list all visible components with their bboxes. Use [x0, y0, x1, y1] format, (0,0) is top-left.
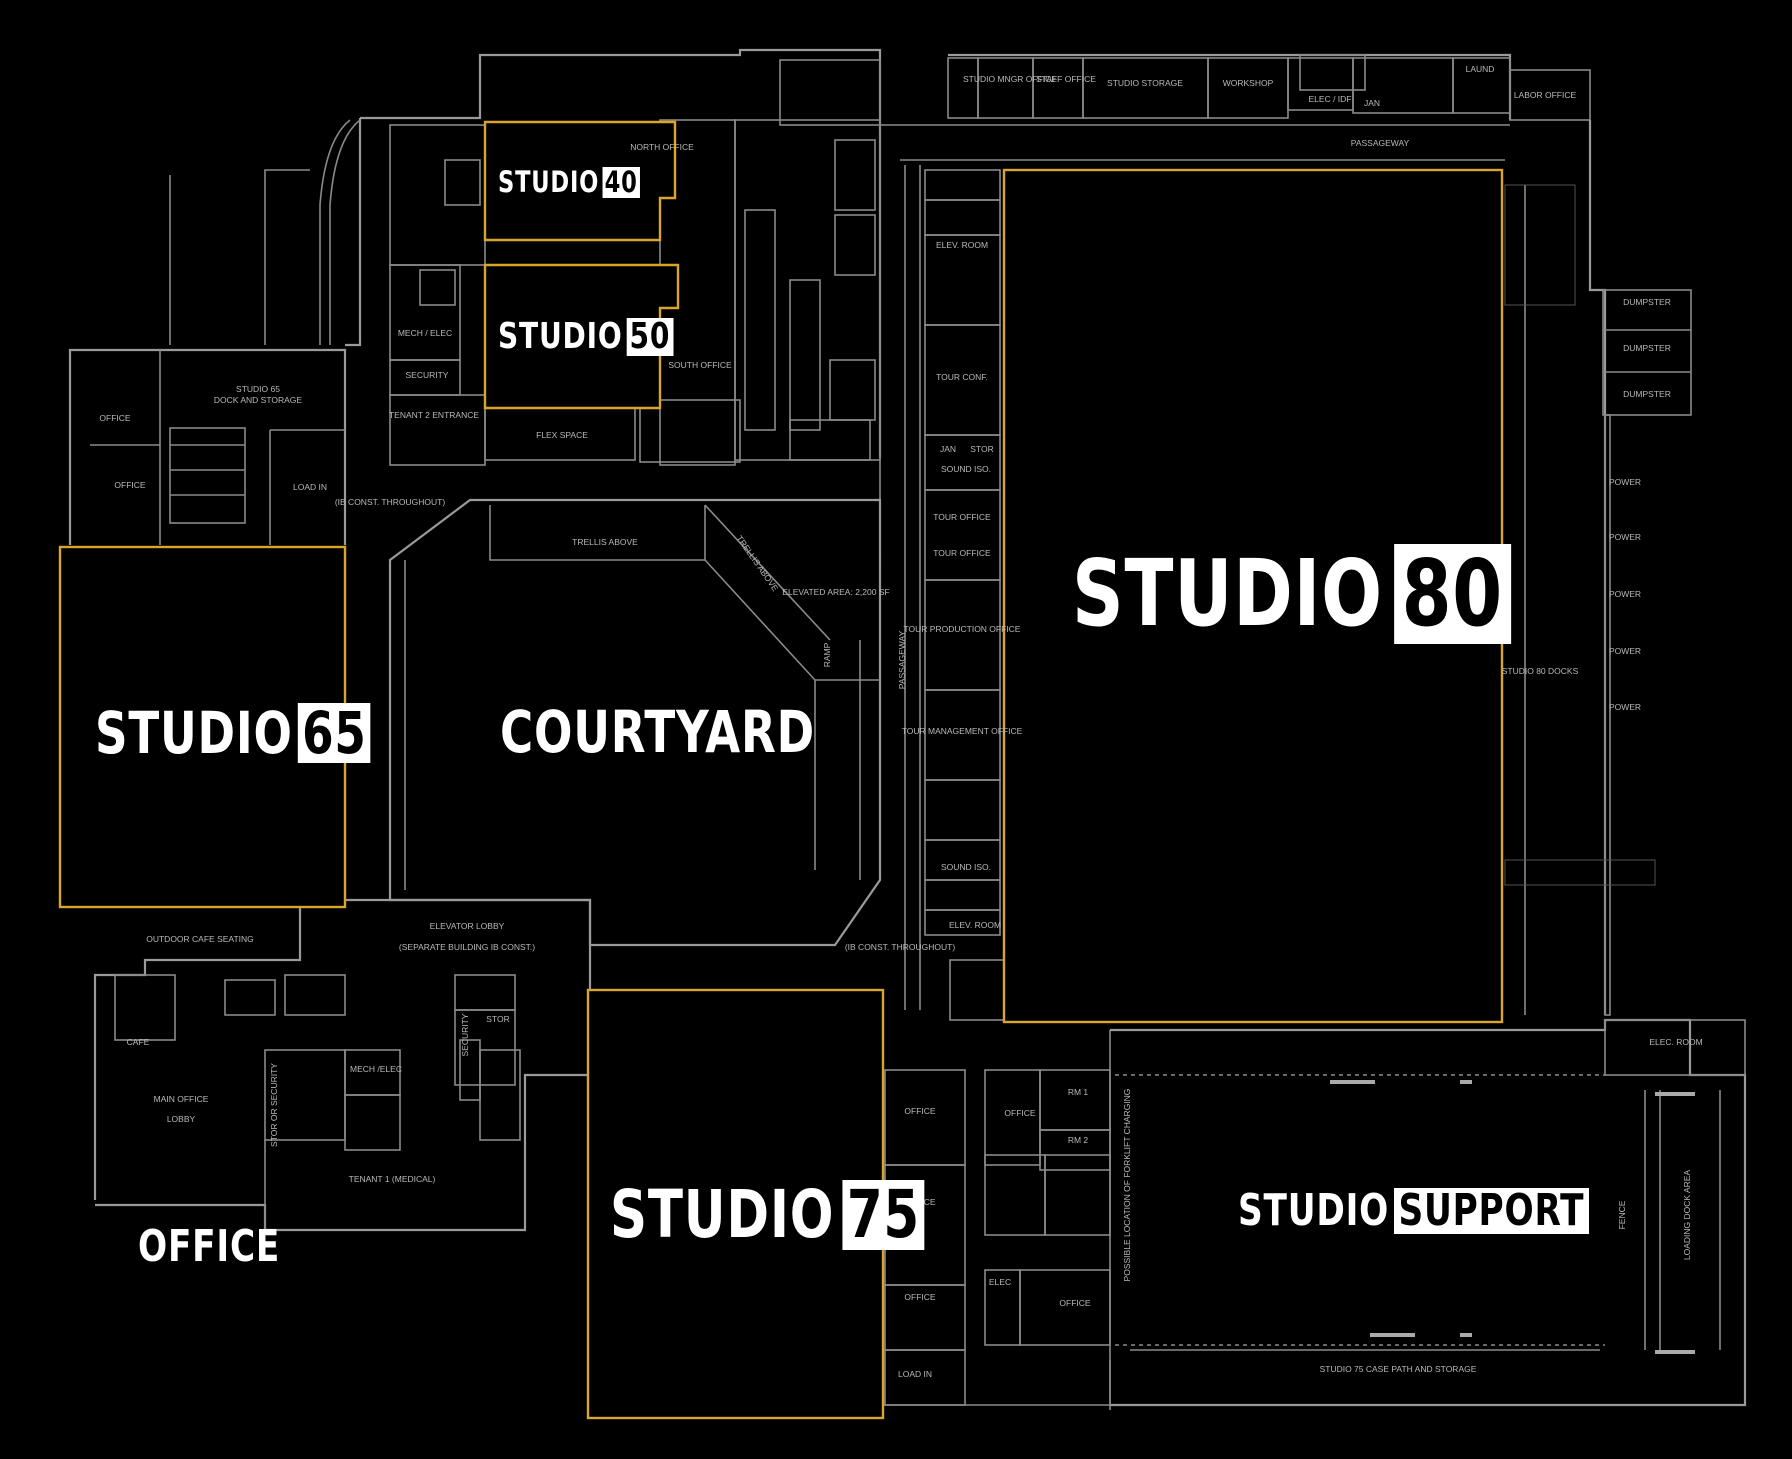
- label-office-2: OFFICE: [114, 480, 145, 490]
- label-security-2: SECURITY: [460, 1013, 470, 1056]
- label-stor-security: STOR OR SECURITY: [269, 1063, 279, 1147]
- label-office-c: OFFICE: [904, 1292, 935, 1302]
- label-rm1: RM 1: [1068, 1087, 1089, 1097]
- label-elec-room: ELEC. ROOM: [1649, 1037, 1702, 1047]
- label-ib-const-2: (IB CONST. THROUGHOUT): [845, 942, 956, 952]
- studio-80-label[interactable]: STUDIO 80: [1072, 544, 1511, 644]
- label-loading-dock: LOADING DOCK AREA: [1682, 1170, 1692, 1261]
- label-security: SECURITY: [406, 370, 449, 380]
- label-elev-room-2: ELEV. ROOM: [949, 920, 1001, 930]
- label-stor: STOR: [970, 444, 993, 454]
- label-tenant2-entrance: TENANT 2 ENTRANCE: [389, 410, 479, 420]
- label-north-office: NORTH OFFICE: [630, 142, 694, 152]
- label-trellis-above-1: TRELLIS ABOVE: [572, 537, 638, 547]
- studio-65-number: 65: [298, 703, 371, 763]
- label-south-office: SOUTH OFFICE: [668, 360, 732, 370]
- label-flex-space: FLEX SPACE: [536, 430, 588, 440]
- building-walls: [68, 48, 1747, 1410]
- studio-75-prefix: STUDIO: [610, 1176, 835, 1253]
- label-office-e: OFFICE: [1059, 1298, 1090, 1308]
- label-fence: FENCE: [1617, 1200, 1627, 1229]
- studio-support-prefix: STUDIO: [1238, 1185, 1390, 1236]
- label-dumpster-3: DUMPSTER: [1623, 389, 1671, 399]
- label-power-5: POWER: [1609, 702, 1641, 712]
- label-dumpster-2: DUMPSTER: [1623, 343, 1671, 353]
- label-tour-production-office: TOUR PRODUCTION OFFICE: [904, 624, 1021, 634]
- label-elevated-area: ELEVATED AREA: 2,200 SF: [782, 587, 889, 597]
- label-tour-conf: TOUR CONF.: [936, 372, 988, 382]
- studio-support-number: SUPPORT: [1393, 1188, 1589, 1234]
- label-load-in-65: LOAD IN: [293, 482, 327, 492]
- studio-40-outline[interactable]: [483, 120, 677, 242]
- label-staff-office: STAFF OFFICE: [1036, 74, 1096, 84]
- label-rm2: RM 2: [1068, 1135, 1089, 1145]
- studio-80-prefix: STUDIO: [1072, 540, 1383, 647]
- label-studio80-docks: STUDIO 80 DOCKS: [1502, 666, 1579, 676]
- label-separate-building: (SEPARATE BUILDING IB CONST.): [399, 942, 535, 952]
- label-office-1: OFFICE: [99, 413, 130, 423]
- label-studio65-dock: STUDIO 65: [236, 384, 280, 394]
- label-office-a: OFFICE: [904, 1106, 935, 1116]
- label-mech-elec-2: MECH /ELEC: [350, 1064, 402, 1074]
- label-sound-iso-1: SOUND ISO.: [941, 464, 991, 474]
- label-tour-office-2: TOUR OFFICE: [933, 548, 991, 558]
- label-studio-mngr-office: STUDIO MNGR OFFICE: [963, 74, 1057, 84]
- studio-50-outline[interactable]: [483, 263, 680, 410]
- label-studio-storage: STUDIO STORAGE: [1107, 78, 1183, 88]
- label-elec: ELEC: [989, 1277, 1011, 1287]
- studio-outlines: [58, 120, 1504, 1420]
- label-power-3: POWER: [1609, 589, 1641, 599]
- studio-75-number: 75: [842, 1180, 925, 1250]
- label-cafe: CAFE: [127, 1037, 150, 1047]
- label-power-2: POWER: [1609, 532, 1641, 542]
- label-elev-room-1: ELEV. ROOM: [936, 240, 988, 250]
- studio-40-number: 40: [602, 167, 641, 198]
- label-forklift: POSSIBLE LOCATION OF FORKLIFT CHARGING: [1122, 1089, 1132, 1282]
- label-trellis-above-2: TRELLIS ABOVE: [735, 534, 781, 594]
- label-office-d: OFFICE: [1004, 1108, 1035, 1118]
- label-elevator-lobby: ELEVATOR LOBBY: [430, 921, 505, 931]
- courtyard-label[interactable]: COURTYARD: [500, 698, 815, 766]
- studio-50-prefix: STUDIO: [498, 316, 623, 357]
- studio-65-label[interactable]: STUDIO 65: [95, 699, 371, 767]
- label-jan: JAN: [1364, 98, 1380, 108]
- studio-40-label[interactable]: STUDIO 40: [498, 165, 641, 199]
- label-jan2: JAN: [940, 444, 956, 454]
- studio-50-label[interactable]: STUDIO 50: [498, 316, 674, 357]
- studio-40-prefix: STUDIO: [498, 165, 600, 199]
- label-passageway-top: PASSAGEWAY: [1351, 138, 1410, 148]
- label-stor-2: STOR: [486, 1014, 509, 1024]
- label-tenant1: TENANT 1 (MEDICAL): [349, 1174, 436, 1184]
- label-lobby: LOBBY: [167, 1114, 196, 1124]
- studio-65-prefix: STUDIO: [95, 699, 293, 767]
- label-load-in-75: LOAD IN: [898, 1369, 932, 1379]
- label-passageway-vertical: PASSAGEWAY: [897, 630, 907, 689]
- studio-80-number: 80: [1393, 544, 1511, 644]
- label-dock-and-storage: DOCK AND STORAGE: [214, 395, 302, 405]
- label-case-path: STUDIO 75 CASE PATH AND STORAGE: [1320, 1364, 1477, 1374]
- label-elec-idf: ELEC / IDF: [1309, 94, 1352, 104]
- label-power-4: POWER: [1609, 646, 1641, 656]
- label-dumpster-1: DUMPSTER: [1623, 297, 1671, 307]
- label-power-1: POWER: [1609, 477, 1641, 487]
- label-main-office: MAIN OFFICE: [154, 1094, 209, 1104]
- studio-50-number: 50: [626, 318, 674, 356]
- label-tour-office-1: TOUR OFFICE: [933, 512, 991, 522]
- studio-75-label[interactable]: STUDIO 75: [610, 1180, 925, 1250]
- label-outdoor-cafe: OUTDOOR CAFE SEATING: [146, 934, 254, 944]
- label-mech-elec: MECH / ELEC: [398, 328, 452, 338]
- label-labor-office: LABOR OFFICE: [1514, 90, 1577, 100]
- label-workshop: WORKSHOP: [1223, 78, 1274, 88]
- office-label[interactable]: OFFICE: [138, 1221, 281, 1272]
- label-ib-const-1: (IB CONST. THROUGHOUT): [335, 497, 446, 507]
- label-tour-management-office: TOUR MANAGEMENT OFFICE: [902, 726, 1023, 736]
- label-sound-iso-2: SOUND ISO.: [941, 862, 991, 872]
- studio-support-label[interactable]: STUDIO SUPPORT: [1238, 1188, 1589, 1234]
- label-laund: LAUND: [1466, 64, 1495, 74]
- label-ramp: RAMP: [822, 642, 832, 667]
